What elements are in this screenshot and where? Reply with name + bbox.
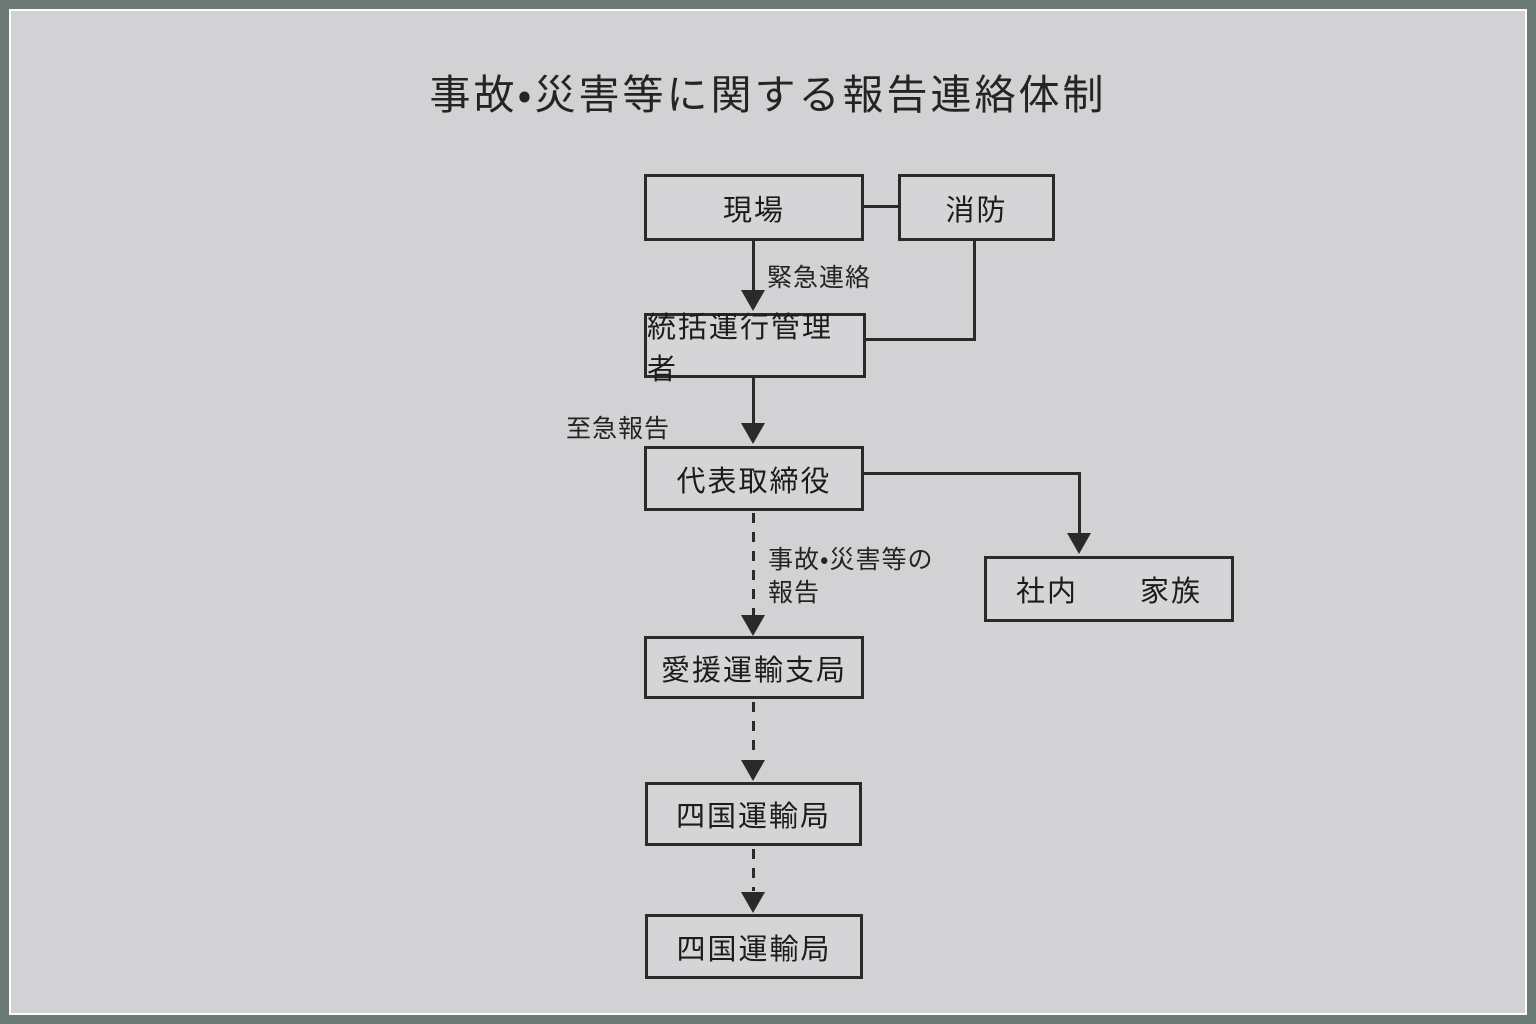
edge-label-emergency-contact: 緊急連絡 xyxy=(767,264,872,292)
arrow-ehime-to-shikoku-dashed-line xyxy=(752,702,755,759)
arrow-shikoku-to-shikoku-head xyxy=(741,892,765,913)
node-tokatsu-label: 統括運行管理者 xyxy=(647,311,834,386)
edge-label-accident-report: 事故・災害等の 報告 xyxy=(768,544,934,610)
node-shobo: 消防 xyxy=(898,174,1055,241)
arrow-tokatsu-to-daihyo-line xyxy=(752,378,755,424)
connector-shobo-down-line xyxy=(973,241,976,341)
node-shanai-label: 社内 xyxy=(1015,576,1078,608)
node-shanai-kazoku: 社内 家族 xyxy=(984,556,1234,622)
arrow-daihyo-to-ehime-head xyxy=(741,615,765,636)
edge-label-urgent-report: 至急報告 xyxy=(566,415,671,443)
node-daihyo-label: 代表取締役 xyxy=(676,465,832,498)
edge-label-accident-report-line1: 事故・災害等の xyxy=(768,546,934,574)
node-genba-label: 現場 xyxy=(722,194,785,227)
arrow-tokatsu-to-daihyo-head xyxy=(741,423,765,444)
connector-genba-shobo xyxy=(864,205,898,208)
node-kazoku-label: 家族 xyxy=(1140,576,1203,608)
arrow-genba-to-tokatsu-line xyxy=(752,241,755,291)
node-ehime-label: 愛援運輸支局 xyxy=(660,654,847,687)
node-shikoku-upper: 四国運輸局 xyxy=(645,782,862,846)
diagram-title: 事故・災害等に関する報告連絡体制 xyxy=(429,72,1107,118)
node-shikoku-lower: 四国運輸局 xyxy=(645,914,863,979)
node-ehime: 愛援運輸支局 xyxy=(644,636,864,699)
arrow-shikoku-to-shikoku-dashed-line xyxy=(752,849,755,891)
node-genba: 現場 xyxy=(644,174,864,241)
arrow-daihyo-to-shanai-vline xyxy=(1078,472,1081,534)
node-shobo-label: 消防 xyxy=(945,194,1008,227)
arrow-daihyo-to-shanai-hline xyxy=(864,472,1081,475)
arrow-daihyo-to-ehime-dashed-line xyxy=(752,513,755,616)
node-shikoku-upper-label: 四国運輸局 xyxy=(675,801,831,833)
node-shikoku-lower-label: 四国運輸局 xyxy=(676,933,832,966)
node-daihyo: 代表取締役 xyxy=(644,446,864,511)
edge-label-accident-report-line2: 報告 xyxy=(768,579,821,607)
arrow-genba-to-tokatsu-head xyxy=(741,290,765,311)
arrow-daihyo-to-shanai-head xyxy=(1067,533,1091,554)
connector-shobo-to-tokatsu-line xyxy=(866,338,976,341)
node-tokatsu: 統括運行管理者 xyxy=(644,312,866,386)
slide-frame xyxy=(9,9,1527,1015)
arrow-ehime-to-shikoku-head xyxy=(741,760,765,781)
